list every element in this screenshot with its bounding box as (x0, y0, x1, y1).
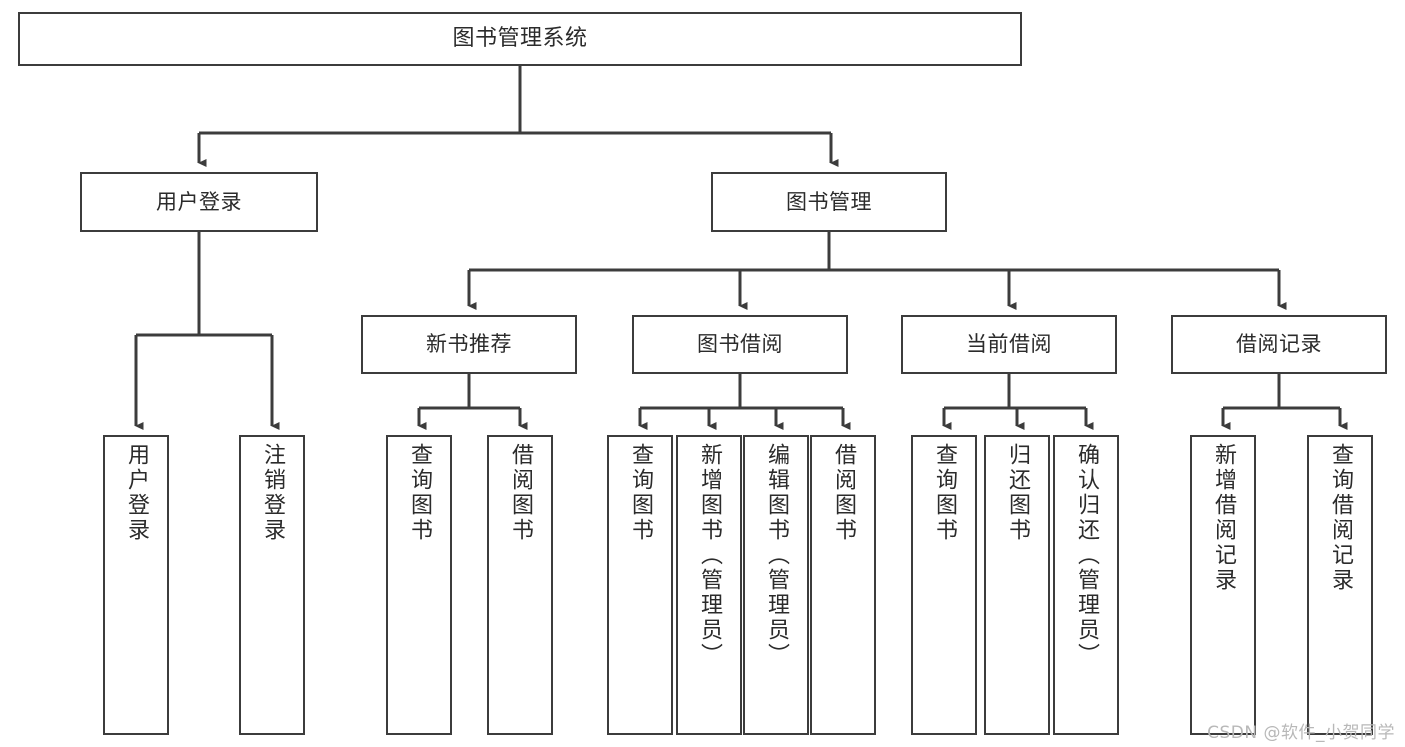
node-leaf-borrow-book-label: 借阅图书 (830, 443, 856, 543)
node-leaf-logout-login[interactable]: 注销登录 (239, 435, 305, 735)
node-leaf-query-borrow-record-label: 查询借阅记录 (1327, 443, 1353, 593)
node-leaf-query-book-current-label: 查询图书 (931, 443, 957, 543)
node-leaf-add-borrow-record-label: 新增借阅记录 (1210, 443, 1236, 593)
node-leaf-add-borrow-record[interactable]: 新增借阅记录 (1190, 435, 1256, 735)
node-leaf-add-book-label: 新增图书（管理员） (696, 443, 722, 668)
node-root[interactable]: 图书管理系统 (18, 12, 1022, 66)
node-leaf-query-book-current[interactable]: 查询图书 (911, 435, 977, 735)
csdn-watermark: CSDN @软件_小贺同学 (1207, 723, 1395, 743)
node-user-login-label: 用户登录 (156, 189, 242, 214)
node-root-label: 图书管理系统 (452, 26, 588, 52)
node-leaf-confirm-return-label: 确认归还（管理员） (1073, 443, 1099, 668)
node-user-login[interactable]: 用户登录 (80, 172, 318, 232)
node-leaf-query-book-recommend-label: 查询图书 (406, 443, 432, 543)
node-leaf-add-book[interactable]: 新增图书（管理员） (676, 435, 742, 735)
node-leaf-borrow-book-recommend-label: 借阅图书 (507, 443, 533, 543)
node-new-book-recommend-label: 新书推荐 (426, 332, 512, 357)
node-borrow-record[interactable]: 借阅记录 (1171, 315, 1387, 374)
node-current-borrow[interactable]: 当前借阅 (901, 315, 1117, 374)
node-leaf-query-book-borrow-label: 查询图书 (627, 443, 653, 543)
node-book-borrow[interactable]: 图书借阅 (632, 315, 848, 374)
node-leaf-edit-book-label: 编辑图书（管理员） (763, 443, 789, 668)
node-leaf-query-borrow-record[interactable]: 查询借阅记录 (1307, 435, 1373, 735)
node-book-manage-label: 图书管理 (786, 189, 872, 214)
node-leaf-user-login[interactable]: 用户登录 (103, 435, 169, 735)
node-current-borrow-label: 当前借阅 (966, 332, 1052, 357)
node-new-book-recommend[interactable]: 新书推荐 (361, 315, 577, 374)
node-leaf-return-book-label: 归还图书 (1004, 443, 1030, 543)
node-leaf-return-book[interactable]: 归还图书 (984, 435, 1050, 735)
node-leaf-query-book-borrow[interactable]: 查询图书 (607, 435, 673, 735)
node-leaf-edit-book[interactable]: 编辑图书（管理员） (743, 435, 809, 735)
node-leaf-user-login-label: 用户登录 (123, 443, 149, 543)
node-book-borrow-label: 图书借阅 (697, 332, 783, 357)
node-leaf-borrow-book-recommend[interactable]: 借阅图书 (487, 435, 553, 735)
node-leaf-borrow-book[interactable]: 借阅图书 (810, 435, 876, 735)
node-leaf-query-book-recommend[interactable]: 查询图书 (386, 435, 452, 735)
node-leaf-logout-login-label: 注销登录 (259, 443, 285, 543)
node-book-manage[interactable]: 图书管理 (711, 172, 947, 232)
node-borrow-record-label: 借阅记录 (1236, 332, 1322, 357)
node-leaf-confirm-return[interactable]: 确认归还（管理员） (1053, 435, 1119, 735)
